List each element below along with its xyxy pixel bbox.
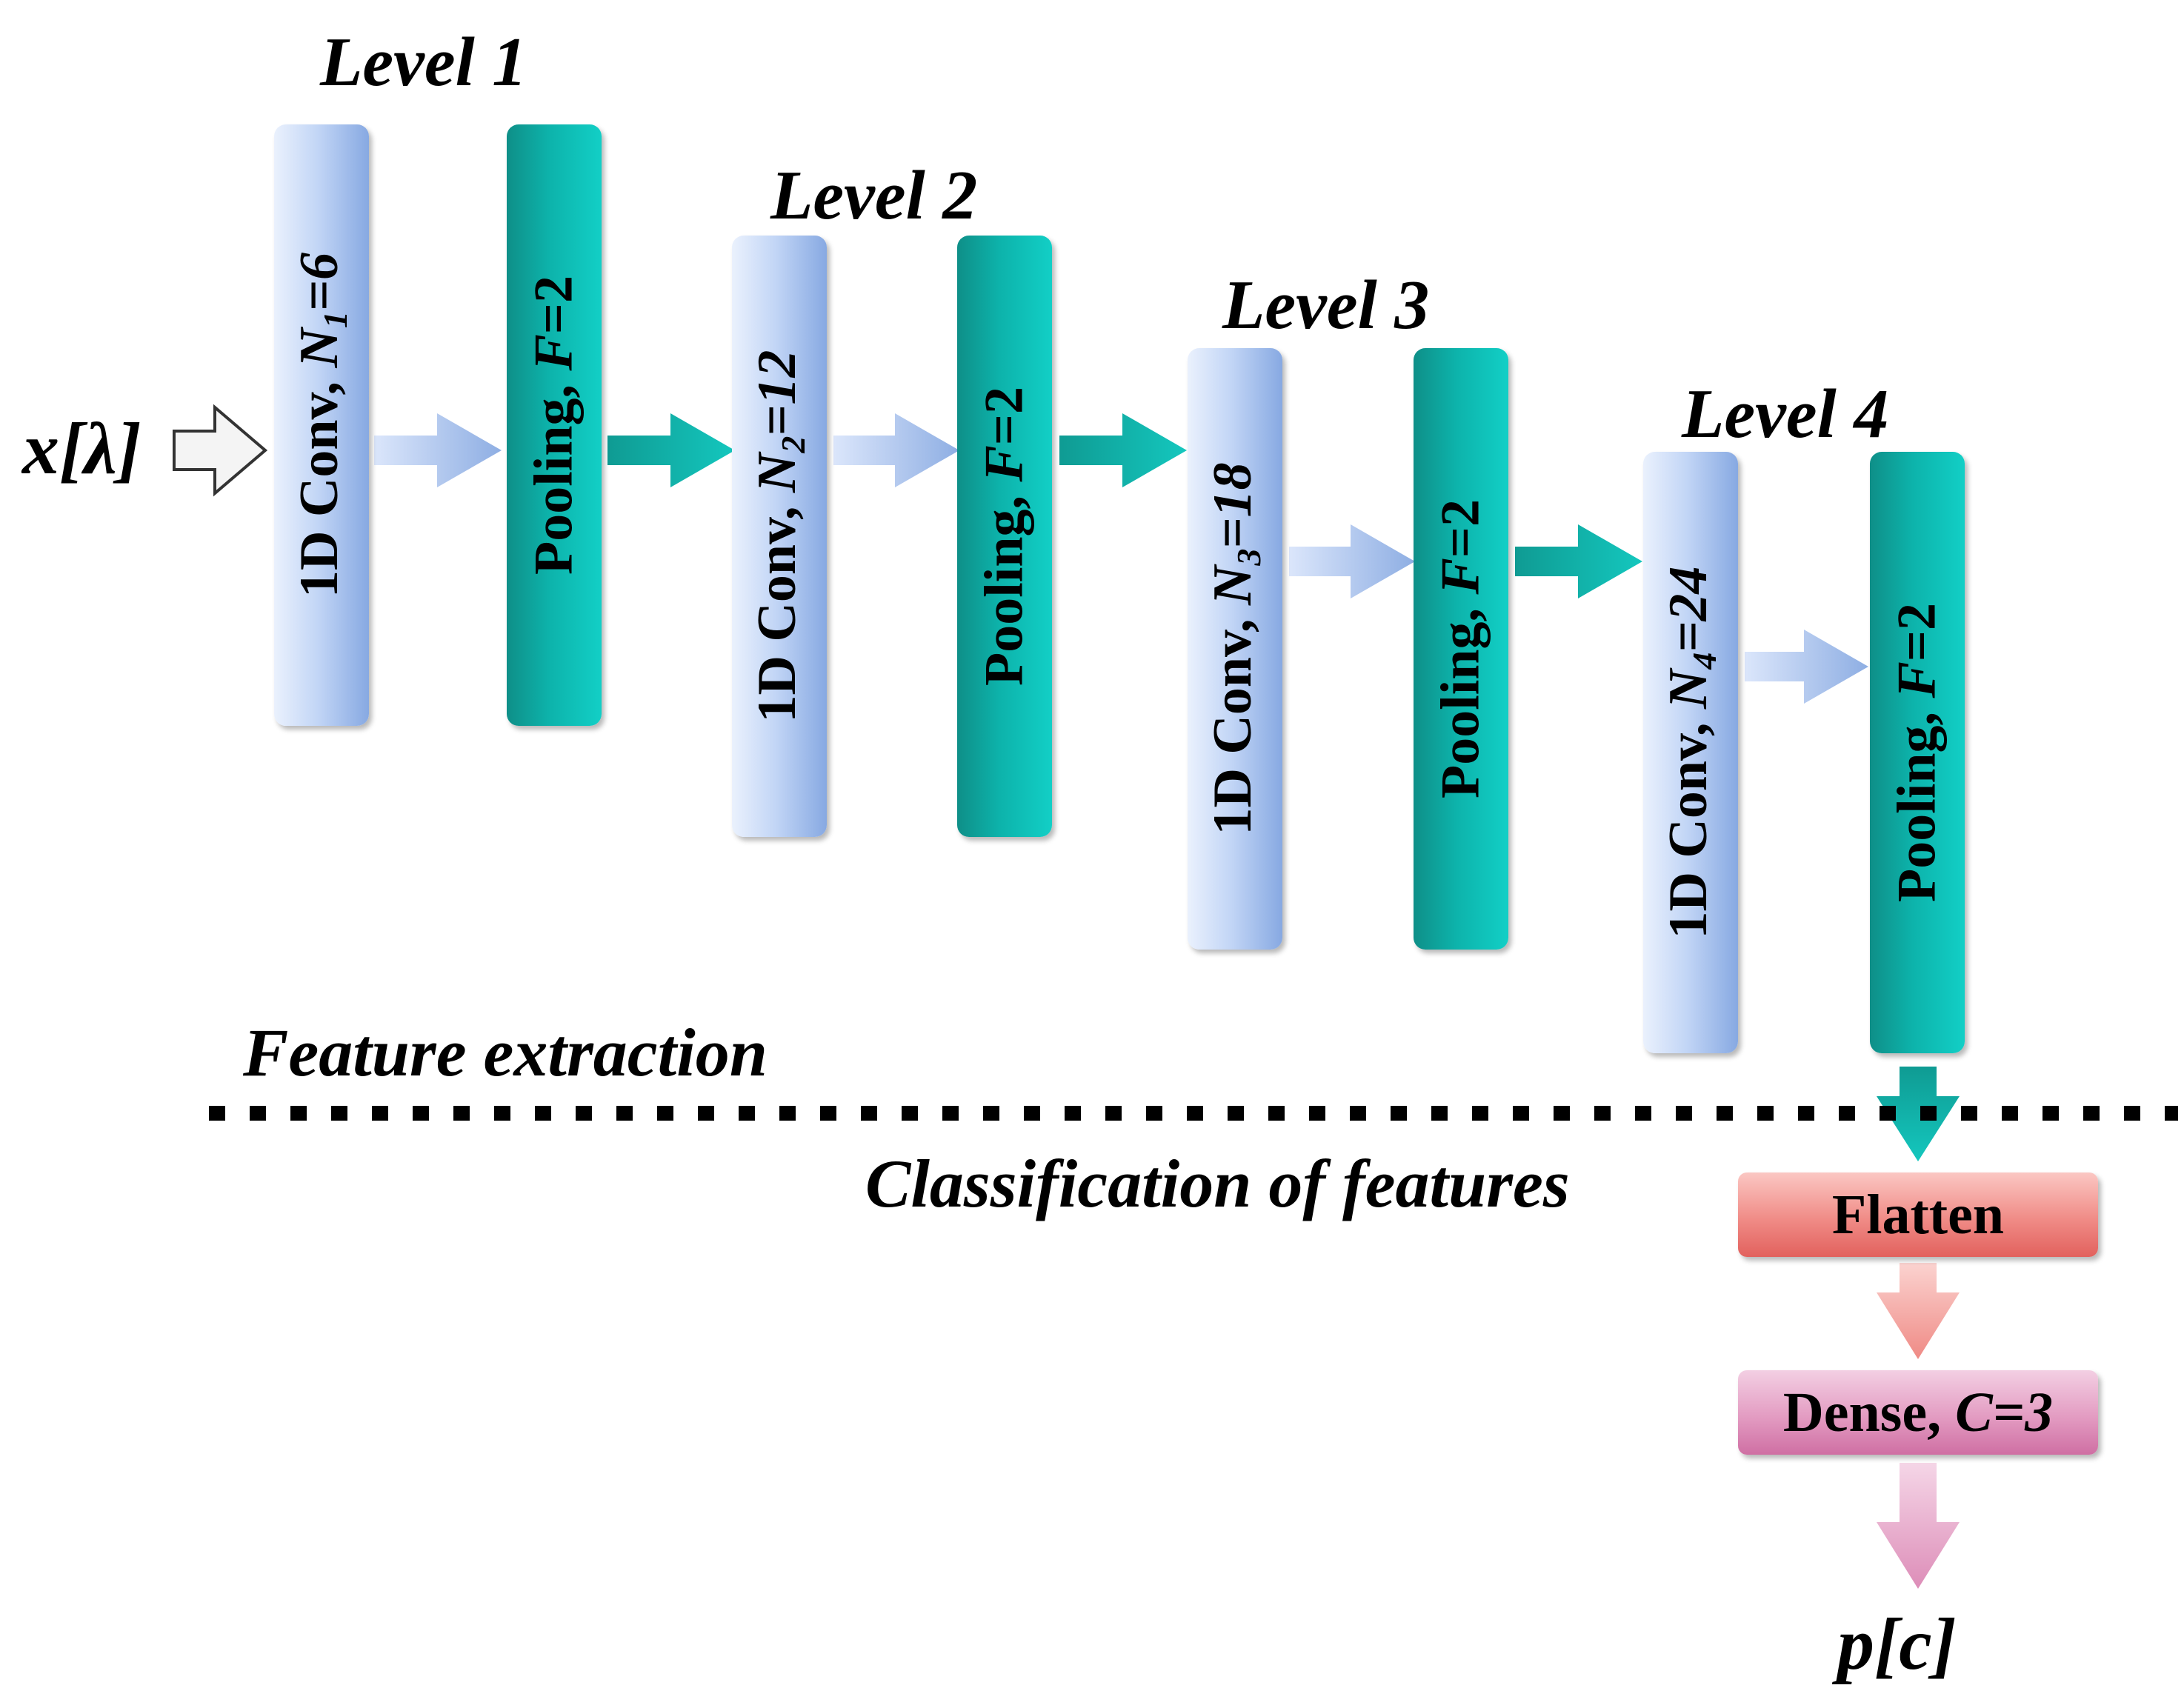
conv-label-value: =6 xyxy=(289,252,350,312)
conv3-to-pool3-arrow xyxy=(1289,524,1415,598)
level-4-pool-label: Pooling, F=2 xyxy=(1886,603,1949,902)
conv-label-var: N xyxy=(1202,565,1264,606)
level-2-conv-block: 1D Conv, N2=12 xyxy=(732,236,827,837)
pool1-to-conv2-arrow xyxy=(607,413,735,487)
level-4-title: Level 4 xyxy=(1682,376,1889,453)
feature-extraction-label: Feature extraction xyxy=(243,1015,768,1090)
input-label: x[λ] xyxy=(22,407,142,490)
level-3-conv-block: 1D Conv, N3=18 xyxy=(1188,348,1282,950)
conv-label-prefix: 1D Conv, xyxy=(289,367,350,598)
pool-label-prefix: Pooling, xyxy=(1430,594,1491,799)
conv4-to-pool4-arrow xyxy=(1745,630,1868,704)
conv-label-value: =18 xyxy=(1202,462,1264,549)
pool-label-var: F xyxy=(1430,558,1491,595)
level-4-conv-block: 1D Conv, N4=24 xyxy=(1643,452,1738,1053)
level-1-pool-label: Pooling, F=2 xyxy=(523,276,586,575)
level-2-pool-label: Pooling, F=2 xyxy=(973,387,1036,686)
conv-label-prefix: 1D Conv, xyxy=(747,493,808,723)
conv-label-sub: 2 xyxy=(773,436,812,453)
dense-block: Dense, C=3 xyxy=(1738,1370,2098,1455)
level-1-pool-block: Pooling, F=2 xyxy=(507,124,602,726)
pool3-to-conv4-arrow xyxy=(1515,524,1642,598)
level-4-conv-label: 1D Conv, N4=24 xyxy=(1657,566,1724,938)
pool-label-value: =2 xyxy=(973,386,1035,446)
flatten-label: Flatten xyxy=(1831,1183,2005,1246)
pool4-to-flatten-arrow xyxy=(1877,1067,1960,1161)
level-1-conv-label: 1D Conv, N1=6 xyxy=(288,253,355,598)
pool-label-prefix: Pooling, xyxy=(523,370,585,576)
dense-to-output-arrow xyxy=(1877,1463,1960,1589)
level-2-title: Level 2 xyxy=(770,157,978,234)
output-label: p[c] xyxy=(1837,1603,1957,1685)
level-2-conv-label: 1D Conv, N2=12 xyxy=(746,350,813,722)
conv-label-var: N xyxy=(1658,669,1719,710)
pool-label-prefix: Pooling, xyxy=(1886,698,1948,903)
level-3-pool-label: Pooling, F=2 xyxy=(1430,499,1493,798)
level-3-conv-label: 1D Conv, N3=18 xyxy=(1202,462,1268,835)
level-1-conv-block: 1D Conv, N1=6 xyxy=(274,124,369,726)
pool2-to-conv3-arrow xyxy=(1059,413,1187,487)
dense-label-var: C=3 xyxy=(1955,1381,2054,1444)
pool-label-value: =2 xyxy=(1430,498,1491,558)
level-2-pool-block: Pooling, F=2 xyxy=(957,236,1052,837)
pool-label-var: F xyxy=(973,445,1035,482)
conv-label-value: =12 xyxy=(747,350,808,436)
conv-label-var: N xyxy=(289,328,350,368)
level-1-title: Level 1 xyxy=(320,24,527,101)
conv-label-sub: 4 xyxy=(1685,652,1723,670)
conv-label-sub: 3 xyxy=(1229,548,1268,566)
classification-label: Classification of features xyxy=(865,1146,1570,1221)
conv-label-sub: 1 xyxy=(316,311,354,329)
conv1-to-pool1-arrow xyxy=(374,413,502,487)
pool-label-value: =2 xyxy=(523,275,585,335)
level-3-pool-block: Pooling, F=2 xyxy=(1414,348,1508,950)
conv-label-prefix: 1D Conv, xyxy=(1202,605,1264,835)
pool-label-var: F xyxy=(1886,661,1948,698)
level-3-title: Level 3 xyxy=(1222,267,1430,344)
pool-label-var: F xyxy=(523,334,585,371)
flatten-to-dense-arrow xyxy=(1877,1263,1960,1359)
flatten-block: Flatten xyxy=(1738,1172,2098,1257)
dense-label-prefix: Dense, xyxy=(1782,1381,1956,1444)
level-4-pool-block: Pooling, F=2 xyxy=(1870,452,1965,1053)
pool-label-value: =2 xyxy=(1886,602,1948,662)
conv2-to-pool2-arrow xyxy=(833,413,959,487)
conv-label-prefix: 1D Conv, xyxy=(1658,709,1719,939)
pool-label-prefix: Pooling, xyxy=(973,481,1035,687)
conv-label-var: N xyxy=(747,453,808,493)
input-arrow xyxy=(173,404,268,497)
conv-label-value: =24 xyxy=(1658,566,1719,653)
